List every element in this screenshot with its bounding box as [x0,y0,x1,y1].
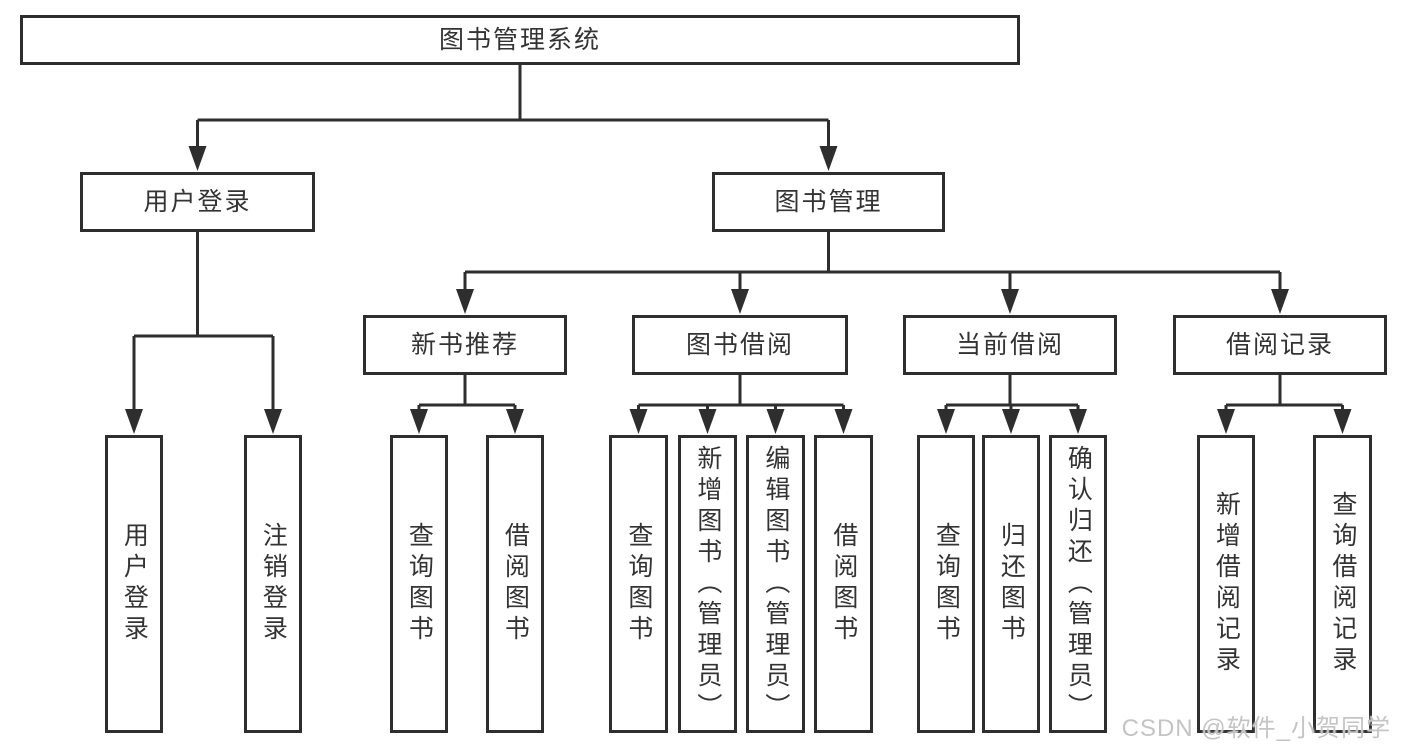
arrowhead-icon [766,409,785,434]
arrowhead-icon [819,146,838,171]
arrowhead-icon [629,409,648,434]
node-leaf-cb-return: 归还图书 [982,435,1040,733]
node-leaf-bb-add: 新增图书（管理员） [678,435,737,733]
node-leaf-cb-query: 查询图书 [917,435,975,733]
node-leaf-nbr-borrow: 借阅图书 [486,435,544,733]
node-leaf-br-query: 查询借阅记录 [1313,435,1372,733]
node-leaf-bb-query: 查询图书 [609,435,668,733]
node-leaf-bb-edit: 编辑图书（管理员） [746,435,805,733]
arrowhead-icon [834,409,853,434]
arrowhead-icon [410,409,428,434]
csdn-watermark: CSDN @软件_小贺同学 [1121,715,1391,742]
node-borrow-record: 借阅记录 [1173,315,1387,375]
arrowhead-icon [188,146,207,171]
node-leaf-user-login: 用户登录 [105,435,163,733]
arrowhead-icon [1333,409,1352,434]
arrowhead-icon [698,409,717,434]
node-book-mgmt: 图书管理 [712,172,945,232]
node-leaf-nbr-query: 查询图书 [390,435,448,733]
arrowhead-icon [1069,409,1087,434]
arrowhead-icon [264,409,282,434]
arrowhead-icon [1001,289,1019,314]
node-leaf-cb-confirm: 确认归还（管理员） [1049,435,1107,733]
node-current-borrow: 当前借阅 [903,315,1117,375]
arrowhead-icon [506,409,524,434]
arrowhead-icon [731,289,749,314]
arrowhead-icon [1002,409,1020,434]
node-leaf-br-add: 新增借阅记录 [1197,435,1255,733]
arrowhead-icon [125,409,143,434]
node-leaf-logout: 注销登录 [244,435,302,733]
arrowhead-icon [1217,409,1235,434]
node-leaf-bb-borrow: 借阅图书 [814,435,873,733]
node-root: 图书管理系统 [20,15,1020,65]
arrowhead-icon [937,409,955,434]
node-book-borrow: 图书借阅 [632,315,848,375]
arrowhead-icon [456,289,474,314]
node-new-book-rec: 新书推荐 [363,315,567,375]
node-user-login: 用户登录 [80,172,315,232]
arrowhead-icon [1271,289,1289,314]
